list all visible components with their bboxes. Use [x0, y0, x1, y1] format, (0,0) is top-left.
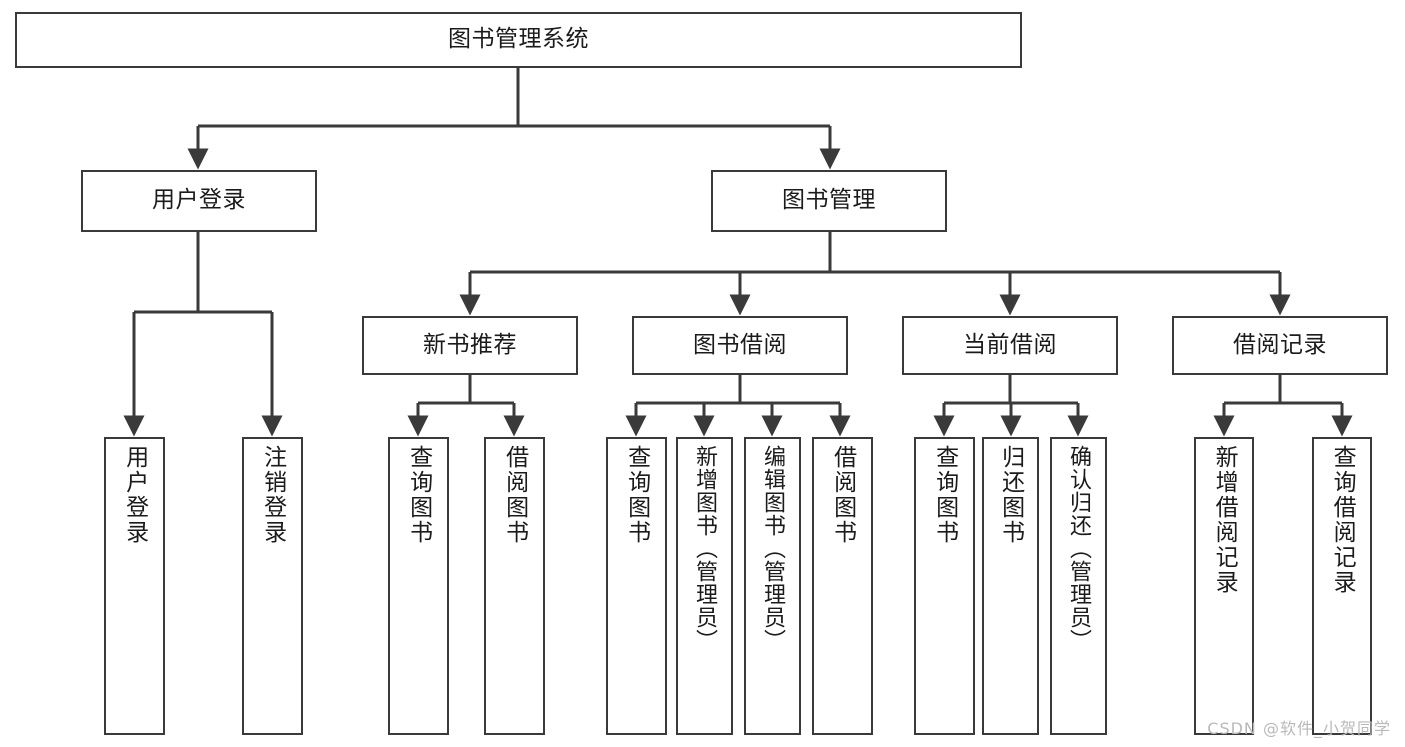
node-label: 注销登录	[259, 445, 286, 545]
node-book-manage[interactable]: 图书管理	[711, 170, 947, 232]
node-label: 用户登录	[152, 187, 246, 214]
node-new-book-recommend[interactable]: 新书推荐	[362, 316, 578, 375]
node-label: 图书借阅	[693, 331, 787, 358]
leaf-user-login[interactable]: 用户登录	[104, 437, 165, 735]
node-current-borrow[interactable]: 当前借阅	[902, 316, 1118, 375]
node-label: 用户登录	[121, 445, 148, 545]
node-borrow-record[interactable]: 借阅记录	[1172, 316, 1388, 375]
node-label: 查询借阅记录	[1329, 445, 1356, 595]
node-label: 借阅图书	[501, 445, 528, 545]
node-book-borrow[interactable]: 图书借阅	[632, 316, 848, 375]
node-label: 借阅图书	[829, 445, 856, 545]
node-user-login[interactable]: 用户登录	[81, 170, 317, 232]
node-label: 图书管理	[782, 187, 876, 214]
leaf-query-record[interactable]: 查询借阅记录	[1312, 437, 1372, 735]
leaf-return-book[interactable]: 归还图书	[982, 437, 1039, 735]
node-label: 新增借阅记录	[1211, 445, 1238, 595]
leaf-query-book-1[interactable]: 查询图书	[388, 437, 449, 735]
node-label: 查询图书	[623, 445, 650, 545]
leaf-logout-login[interactable]: 注销登录	[242, 437, 303, 735]
node-label: 图书管理系统	[448, 26, 589, 53]
leaf-confirm-return[interactable]: 确认归还（管理员）	[1050, 437, 1107, 735]
node-label: 新书推荐	[423, 331, 517, 358]
node-label: 查询图书	[931, 445, 958, 545]
node-label: 新增图书（管理员）	[692, 445, 718, 652]
node-label: 借阅记录	[1233, 331, 1327, 358]
leaf-query-book-3[interactable]: 查询图书	[914, 437, 975, 735]
leaf-borrow-book-2[interactable]: 借阅图书	[812, 437, 873, 735]
leaf-add-book[interactable]: 新增图书（管理员）	[676, 437, 733, 735]
csdn-watermark: CSDN @软件_小贺同学	[1207, 719, 1391, 738]
leaf-edit-book[interactable]: 编辑图书（管理员）	[744, 437, 801, 735]
node-label: 查询图书	[405, 445, 432, 545]
node-label: 编辑图书（管理员）	[760, 445, 786, 652]
leaf-add-record[interactable]: 新增借阅记录	[1194, 437, 1254, 735]
leaf-query-book-2[interactable]: 查询图书	[606, 437, 667, 735]
node-root-system[interactable]: 图书管理系统	[15, 12, 1022, 68]
leaf-borrow-book-1[interactable]: 借阅图书	[484, 437, 545, 735]
node-label: 当前借阅	[963, 331, 1057, 358]
node-label: 归还图书	[997, 445, 1024, 545]
node-label: 确认归还（管理员）	[1066, 445, 1092, 652]
